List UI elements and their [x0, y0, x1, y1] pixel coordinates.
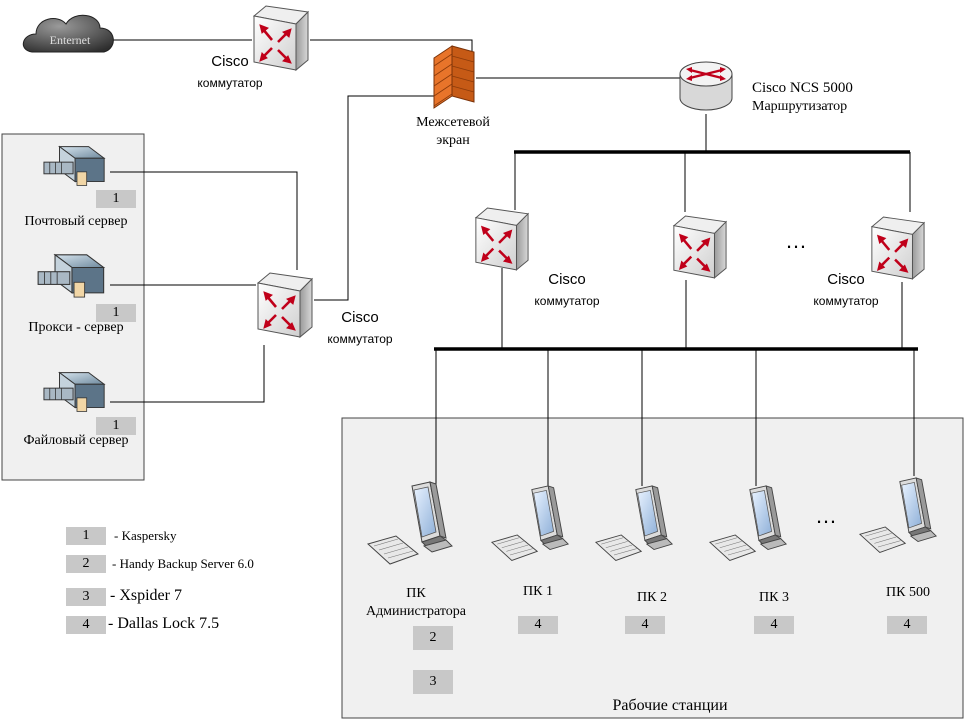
ws-label: ПК 2: [637, 590, 667, 605]
ellipsis-workstations: …: [815, 503, 837, 528]
cisco-top-line2: коммутатор: [197, 76, 263, 90]
ws-badge: 4: [625, 616, 665, 634]
ws-label: ПК 500: [886, 585, 930, 600]
internet-label: Enternet: [49, 33, 91, 47]
ws-badge: 4: [887, 616, 927, 634]
server-badge: 1: [96, 190, 136, 208]
server-badge: 1: [96, 417, 136, 435]
ws-badge: 4: [518, 616, 558, 634]
router-line1: Cisco NCS 5000: [752, 80, 853, 96]
workstations-title: Рабочие станции: [612, 697, 728, 714]
cisco-left-line1: Cisco: [341, 309, 379, 326]
cisco-mid1-line1: Cisco: [548, 271, 586, 288]
cisco-mid3-line2: коммутатор: [813, 294, 879, 308]
server-badge: 1: [96, 304, 136, 322]
ws-admin-line2: Администратора: [365, 604, 467, 619]
ws-badge: 4: [754, 616, 794, 634]
firewall-line2: экран: [436, 133, 470, 148]
legend-text: - Handy Backup Server 6.0: [112, 556, 254, 571]
cisco-mid3-line1: Cisco: [827, 271, 865, 288]
ellipsis-switches: …: [785, 228, 807, 253]
switch-icon: [672, 214, 728, 280]
switch-icon: [256, 271, 314, 339]
internet-cloud-icon: [22, 14, 114, 53]
ws-label: ПК 3: [759, 590, 789, 605]
connection-lines: [110, 39, 915, 486]
legend-text: - Xspider 7: [110, 587, 182, 604]
cisco-top-line1: Cisco: [211, 53, 249, 70]
workstations-panel: [341, 417, 964, 719]
ws-badge: 2: [413, 626, 453, 650]
legend-badge: 4: [66, 616, 106, 634]
server-label: Прокси - сервер: [28, 320, 124, 335]
legend-text: - Kaspersky: [114, 528, 177, 543]
legend-badge: 2: [66, 555, 106, 573]
switch-icon: [474, 206, 530, 272]
cisco-mid1-line2: коммутатор: [534, 294, 600, 308]
router-icon: [679, 61, 733, 111]
firewall-icon: [433, 45, 475, 109]
ws-badge: 3: [413, 670, 453, 694]
switch-icon: [870, 215, 926, 281]
bus-lines: [434, 150, 918, 351]
ws-label: ПК 1: [523, 584, 553, 599]
firewall-line1: Межсетевой: [416, 115, 490, 130]
server-label: Файловый сервер: [23, 433, 129, 448]
server-label: Почтовый сервер: [24, 214, 128, 229]
legend-badge: 3: [66, 588, 106, 606]
legend-badge: 1: [66, 527, 106, 545]
cisco-left-line2: коммутатор: [327, 332, 393, 346]
legend-text: - Dallas Lock 7.5: [108, 615, 220, 632]
router-line2: Маршрутизатор: [752, 99, 848, 114]
ws-admin-line1: ПК: [406, 586, 426, 601]
